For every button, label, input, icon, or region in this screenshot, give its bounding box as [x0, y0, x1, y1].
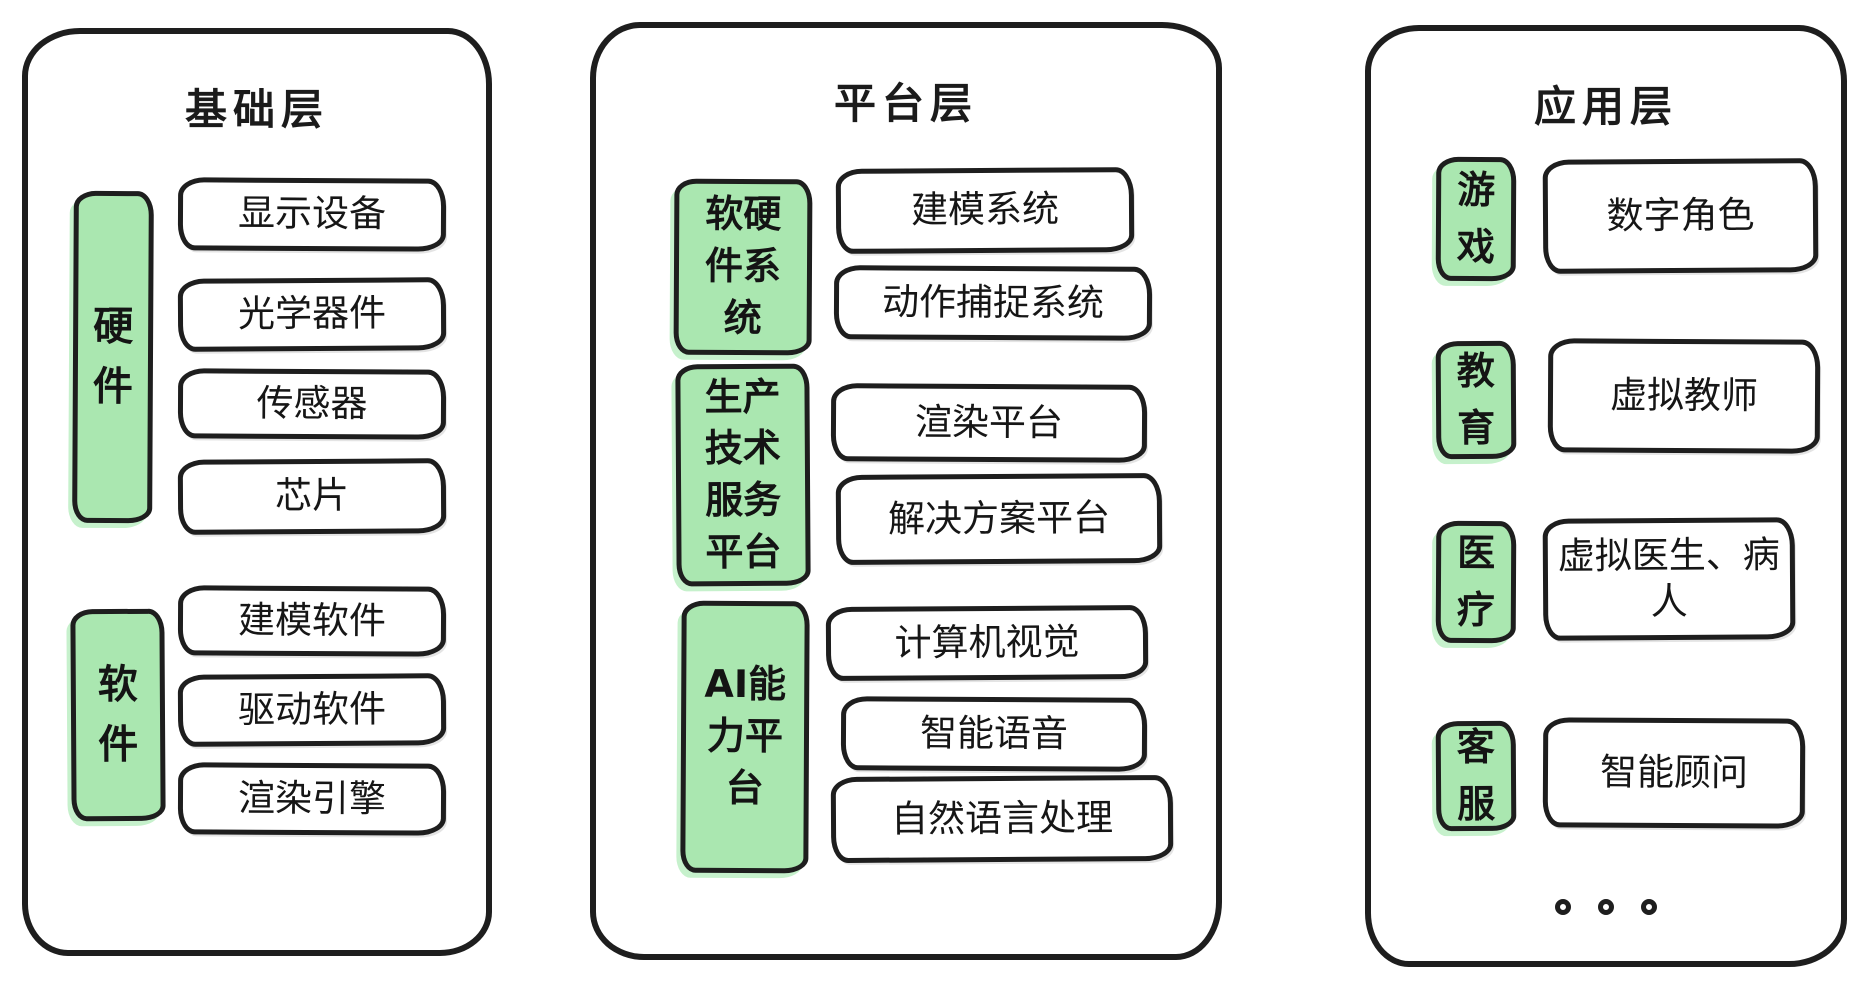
- group-label-game: 游戏: [1435, 156, 1517, 282]
- panel-title-platform: 平台层: [833, 79, 978, 128]
- group-label-customer-service: 客服: [1435, 720, 1517, 832]
- item-intelligent-advisor: 智能顾问: [1542, 717, 1806, 829]
- group-label-medical: 医疗: [1435, 520, 1517, 644]
- panel-foundation-layer: 基础层 硬件 显示设备 光学器件 传感器 芯片 软件 建模软件 驱动软件 渲染引…: [22, 28, 492, 956]
- group-label-hw-sw-system: 软硬件系统: [673, 178, 813, 356]
- item-virtual-doctor-patient: 虚拟医生、病人: [1542, 517, 1796, 641]
- ellipsis-dots-icon: [1555, 899, 1657, 915]
- dot-icon: [1598, 899, 1614, 915]
- group-label-education: 教育: [1435, 340, 1517, 460]
- item-optical-components: 光学器件: [177, 277, 447, 352]
- group-label-software: 软件: [70, 608, 166, 822]
- item-nlp: 自然语言处理: [830, 774, 1174, 864]
- panel-title-application: 应用层: [1533, 82, 1678, 131]
- group-label-hardware: 硬件: [72, 190, 154, 524]
- group-label-ai-capability-platform: AI能力平台: [680, 600, 810, 874]
- dot-icon: [1555, 899, 1571, 915]
- item-rendering-platform: 渲染平台: [830, 383, 1148, 463]
- group-label-production-tech-service-platform: 生产技术服务平台: [675, 363, 811, 587]
- item-rendering-engine: 渲染引擎: [177, 762, 447, 836]
- item-solution-platform: 解决方案平台: [835, 473, 1163, 565]
- panel-application-layer: 应用层 游戏 数字角色 教育 虚拟教师 医疗 虚拟医生、病人 客服 智能顾问: [1365, 25, 1847, 967]
- item-motion-capture-system: 动作捕捉系统: [833, 265, 1153, 341]
- item-digital-character: 数字角色: [1542, 158, 1819, 274]
- item-modeling-system: 建模系统: [835, 167, 1135, 254]
- item-chip: 芯片: [177, 458, 447, 535]
- panel-platform-layer: 平台层 软硬件系统 建模系统 动作捕捉系统 生产技术服务平台 渲染平台 解决方案…: [590, 22, 1222, 960]
- item-computer-vision: 计算机视觉: [825, 605, 1149, 681]
- panel-title-foundation: 基础层: [184, 85, 329, 134]
- item-sensor: 传感器: [177, 368, 447, 440]
- dot-icon: [1641, 899, 1657, 915]
- item-driver-software: 驱动软件: [177, 673, 447, 747]
- item-display-device: 显示设备: [177, 177, 447, 252]
- item-intelligent-speech: 智能语音: [840, 696, 1148, 772]
- item-modeling-software: 建模软件: [177, 585, 447, 657]
- item-virtual-teacher: 虚拟教师: [1547, 338, 1821, 454]
